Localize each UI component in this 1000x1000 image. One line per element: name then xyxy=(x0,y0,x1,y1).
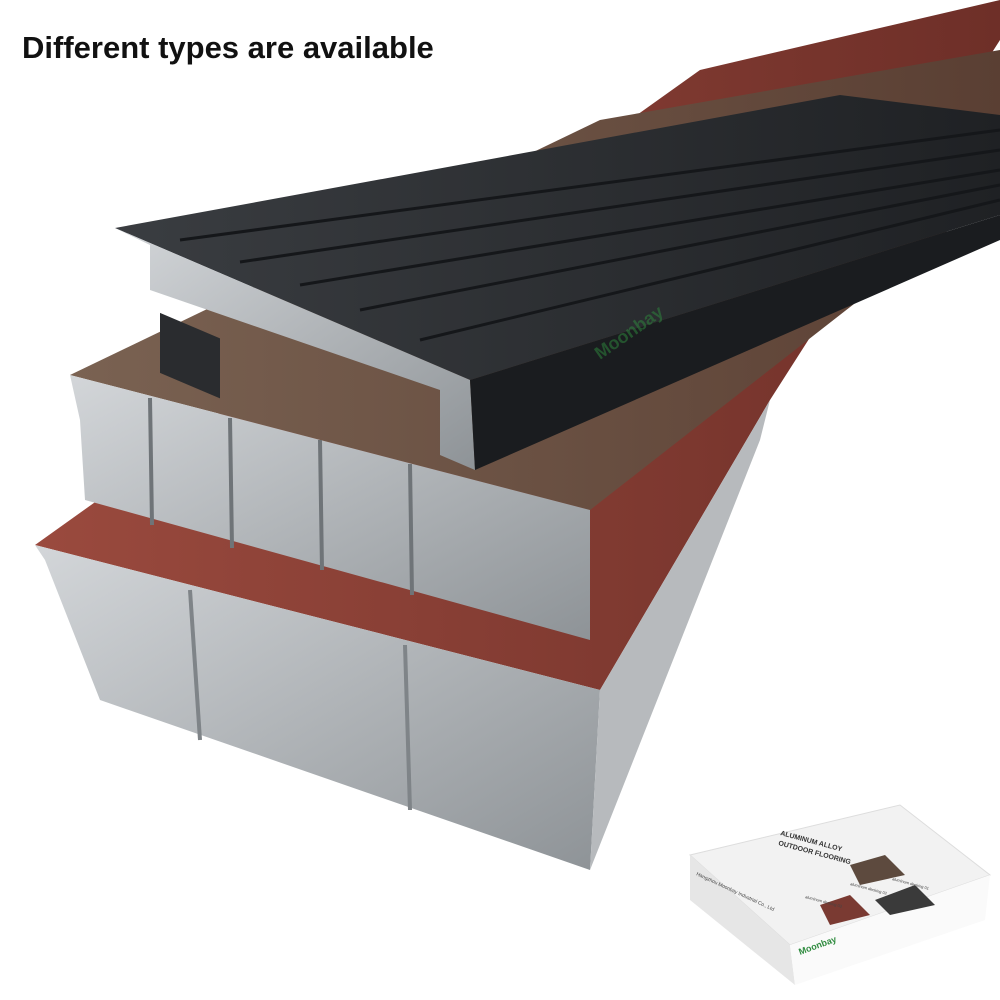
package-box: ALUMINUM ALLOY OUTDOOR FLOORING Hangzhou… xyxy=(688,804,992,985)
black-board: Moonbay xyxy=(115,95,1000,470)
headline: Different types are available xyxy=(22,30,434,65)
